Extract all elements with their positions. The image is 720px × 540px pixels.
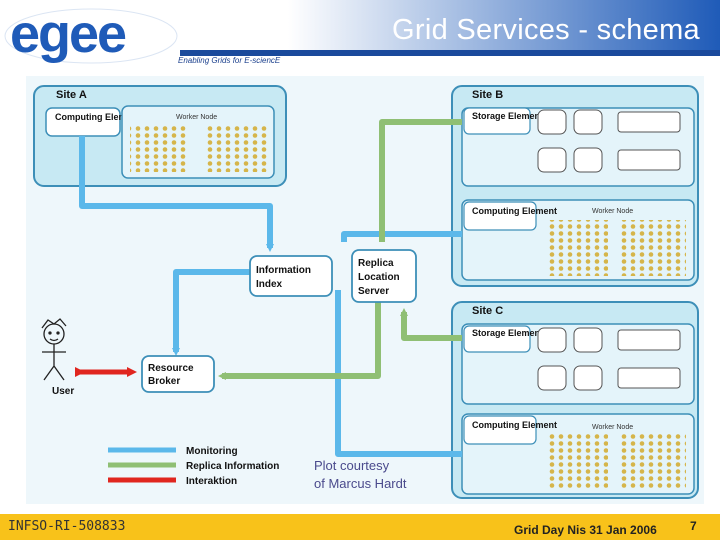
- rls-label-2: Location: [358, 272, 400, 283]
- site-b-ce-label: Computing Element: [472, 206, 557, 216]
- information-index-label-1: Information: [256, 265, 311, 276]
- site-c-se-label: Storage Element: [472, 328, 543, 338]
- site-b-node-rack-2: [620, 220, 686, 276]
- monitoring-site-b-to-index: [341, 231, 462, 242]
- footer-project-id: INFSO-RI-508833: [8, 519, 126, 534]
- replica-site-c-to-rls: [400, 308, 462, 341]
- site-c-node-rack-1: [546, 434, 608, 490]
- page-number: 7: [690, 519, 697, 533]
- user-label: User: [52, 386, 74, 397]
- site-c-node-rack-2: [620, 434, 686, 490]
- site-c-label: Site C: [472, 305, 503, 317]
- resource-broker-box: [141, 355, 215, 393]
- footer-event: Grid Day Nis 31 Jan 2006: [514, 523, 657, 537]
- resource-broker-label-1: Resource: [148, 363, 194, 374]
- monitoring-site-a-to-index: [79, 136, 274, 252]
- site-b-label: Site B: [472, 89, 503, 101]
- site-b: Site B Storage Element Computing Element…: [451, 85, 699, 287]
- site-a-ce-label: Computing Element: [55, 112, 140, 122]
- rls-label-3: Server: [358, 286, 389, 297]
- legend-interaction: Interaktion: [186, 476, 237, 487]
- replica-site-b-to-rls: [379, 119, 462, 242]
- site-a-wn-label: Worker Node: [176, 114, 217, 121]
- site-c-computing-element: [463, 415, 537, 445]
- legend-monitoring: Monitoring: [186, 446, 238, 457]
- site-a-label: Site A: [56, 89, 87, 101]
- site-c-storage-element: [463, 325, 531, 353]
- legend: Monitoring Replica Information Interakti…: [108, 446, 279, 487]
- replica-lines: [218, 119, 462, 380]
- resource-broker-label-2: Broker: [148, 376, 180, 387]
- site-b-wn-label: Worker Node: [592, 208, 633, 215]
- header-band: [180, 0, 720, 50]
- credit-line-2: of Marcus Hardt: [314, 476, 407, 491]
- replica-rls-to-broker: [218, 298, 381, 380]
- egee-logo: egee: [4, 4, 178, 64]
- logo-text: egee: [10, 4, 126, 64]
- information-index-label-2: Index: [256, 279, 283, 290]
- site-a: Site A Computing Element Worker Node: [33, 85, 287, 187]
- header: egee Grid Services - schema Enabling Gri…: [0, 0, 720, 68]
- legend-replica: Replica Information: [186, 461, 279, 472]
- site-b-disks: [537, 109, 681, 173]
- footer: INFSO-RI-508833 Grid Day Nis 31 Jan 2006…: [0, 514, 720, 540]
- user-figure: [41, 318, 67, 381]
- site-b-storage-element: [463, 107, 531, 135]
- monitoring-site-c-to-index: [335, 290, 462, 457]
- site-c-wn-label: Worker Node: [592, 424, 633, 431]
- page-title: Grid Services - schema: [392, 14, 700, 46]
- grid-services-diagram: Site A Computing Element Worker Node Sit…: [26, 76, 704, 504]
- site-c: Site C Storage Element Computing Element…: [451, 301, 699, 499]
- site-c-ce-label: Computing Element: [472, 420, 557, 430]
- header-rule: [180, 50, 720, 56]
- tagline: Enabling Grids for E-sciencE: [178, 56, 281, 65]
- site-c-disks: [537, 327, 681, 391]
- rls-label-1: Replica: [358, 258, 394, 269]
- information-index-box: [249, 255, 333, 297]
- site-b-se-label: Storage Element: [472, 111, 543, 121]
- site-a-node-rack-1: [130, 124, 188, 172]
- site-a-node-rack-2: [204, 124, 268, 172]
- site-b-computing-element: [463, 201, 537, 231]
- site-b-node-rack-1: [546, 220, 608, 276]
- credit-line-1: Plot courtesy: [314, 458, 390, 473]
- replica-location-server-box: [351, 249, 417, 303]
- monitoring-index-to-broker: [172, 269, 252, 356]
- monitoring-lines: [79, 136, 462, 457]
